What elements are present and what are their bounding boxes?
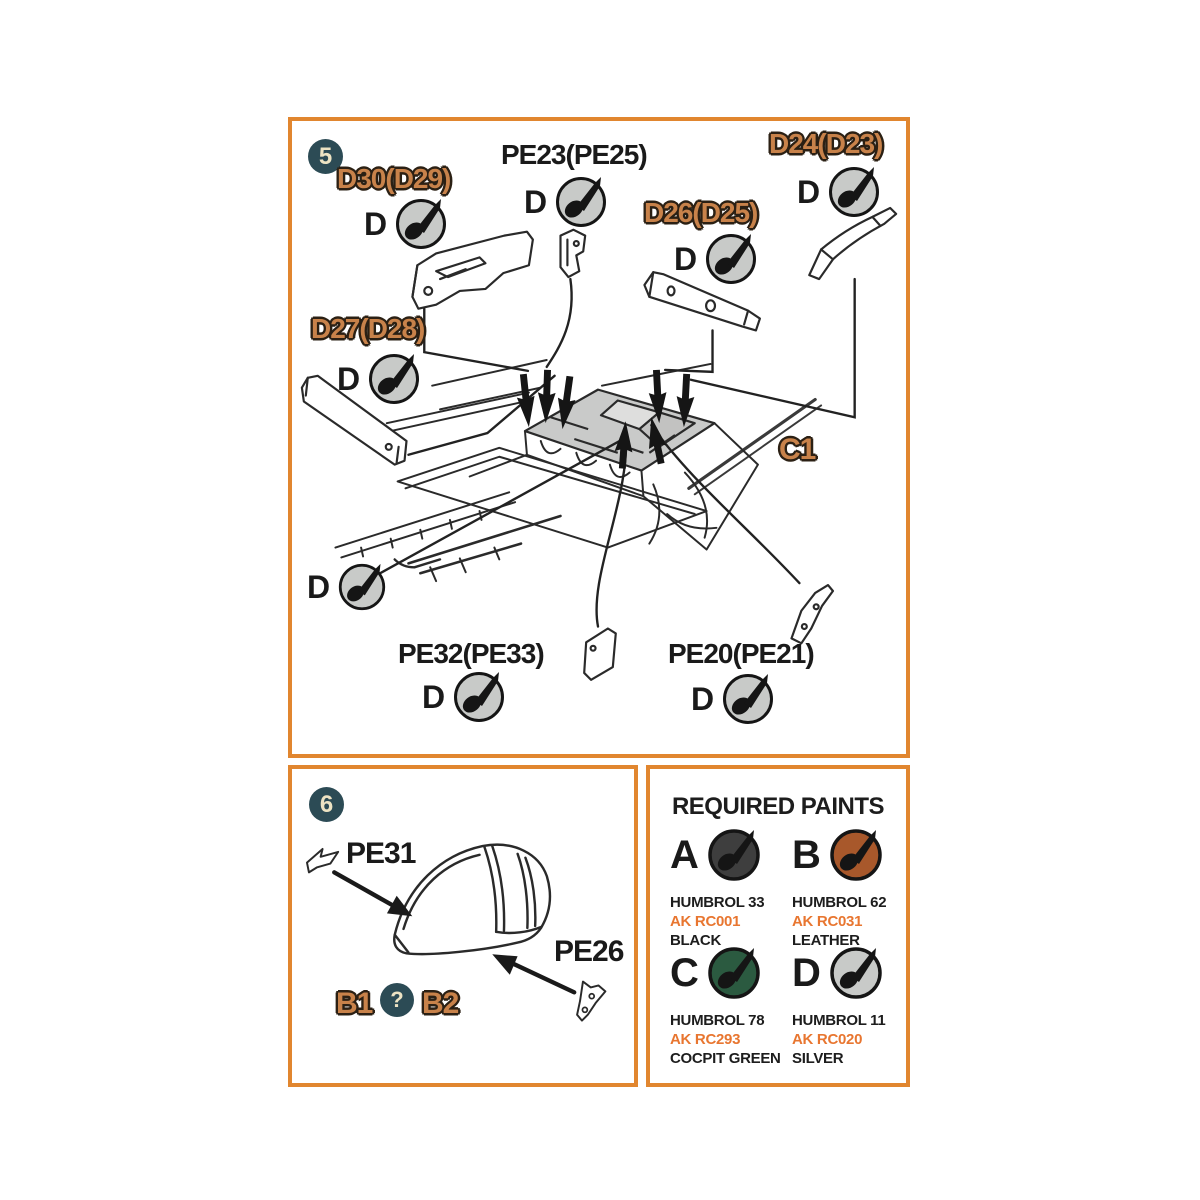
part-label-pe26: PE26 bbox=[554, 935, 624, 968]
paintbrush-icon bbox=[830, 947, 882, 999]
paint-code-letter: D bbox=[524, 184, 548, 220]
paint-code-letter: B bbox=[792, 833, 821, 877]
paint-code-letter: D bbox=[307, 569, 331, 605]
paintbrush-icon bbox=[830, 829, 882, 881]
ak-code: AK RC031 bbox=[792, 913, 863, 930]
paint-entry-c: C HUMBROL 78 AK RC293 COCPIT GREEN bbox=[670, 945, 788, 1068]
paint-callout-d26: D bbox=[674, 232, 758, 286]
paint-code-letter: D bbox=[792, 951, 821, 995]
part-label-pe23: PE23(PE25) bbox=[501, 139, 648, 170]
assembly-arrow-icons bbox=[516, 369, 695, 469]
humbrol-code: HUMBROL 62 bbox=[792, 894, 887, 911]
ak-code: AK RC293 bbox=[670, 1031, 741, 1048]
step-number-badge: 5 bbox=[308, 139, 343, 174]
paint-name: COCPIT GREEN bbox=[670, 1050, 781, 1067]
paint-entry-d: D HUMBROL 11 AK RC020 SILVER bbox=[792, 945, 910, 1068]
ak-code: AK RC020 bbox=[792, 1031, 863, 1048]
paint-entry-b: B HUMBROL 62 AK RC031 LEATHER bbox=[792, 827, 910, 950]
step-5-panel: 5 D30(D29) PE23(PE25) D24(D23) D26(D25) … bbox=[288, 117, 910, 758]
paintbrush-icon bbox=[708, 947, 760, 999]
paint-callout-pe23: D bbox=[524, 175, 608, 229]
paint-code-letter: A bbox=[670, 833, 699, 877]
paint-code-letter: D bbox=[422, 679, 446, 715]
paintbrush-icon bbox=[708, 829, 760, 881]
paint-callout-d27: D bbox=[337, 352, 421, 406]
required-paints-panel: REQUIRED PAINTS A HUMBROL 33 AK RC001 BL… bbox=[646, 765, 910, 1087]
paintbrush-icon bbox=[396, 199, 447, 249]
step-number-badge: 6 bbox=[309, 787, 344, 822]
option-question-badge: ? bbox=[380, 983, 414, 1017]
part-label-b2: B2 bbox=[422, 987, 459, 1020]
paintbrush-icon bbox=[723, 674, 774, 724]
step-number: 6 bbox=[319, 790, 334, 818]
paint-callout-pe32: D bbox=[422, 670, 506, 724]
paintbrush-icon bbox=[556, 177, 607, 227]
step-number: 5 bbox=[318, 142, 333, 170]
paint-callout-d30: D bbox=[364, 197, 448, 251]
paints-title: REQUIRED PAINTS bbox=[671, 793, 885, 820]
paintbrush-icon bbox=[369, 354, 420, 404]
paint-entry-a: A HUMBROL 33 AK RC001 BLACK bbox=[670, 827, 788, 950]
step-6-panel: 6 PE31 PE26 B1 ? B2 bbox=[288, 765, 638, 1087]
part-label-pe20: PE20(PE21) bbox=[668, 638, 815, 669]
part-label-d24: D24(D23) bbox=[769, 128, 883, 159]
humbrol-code: HUMBROL 78 bbox=[670, 1012, 765, 1029]
pointer-arrow-icons bbox=[332, 870, 577, 995]
part-label-d27: D27(D28) bbox=[311, 313, 425, 344]
paint-code-letter: C bbox=[670, 951, 699, 995]
paint-code-letter: D bbox=[674, 241, 698, 277]
paint-name: BLACK bbox=[670, 932, 721, 949]
part-label-c1: C1 bbox=[779, 433, 816, 466]
paintbrush-icon bbox=[338, 563, 386, 611]
part-label-pe31: PE31 bbox=[346, 837, 416, 870]
part-label-pe32: PE32(PE33) bbox=[398, 638, 545, 669]
canopy-diagram bbox=[306, 843, 607, 1022]
question-mark: ? bbox=[390, 987, 404, 1012]
paint-callout-floor: D bbox=[307, 562, 387, 612]
paint-code-letter: D bbox=[691, 681, 715, 717]
paint-code-letter: D bbox=[797, 174, 821, 210]
paint-callout-d24: D bbox=[797, 165, 881, 219]
paint-code-letter: D bbox=[364, 206, 388, 242]
ak-code: AK RC001 bbox=[670, 913, 741, 930]
paint-name: SILVER bbox=[792, 1050, 844, 1067]
paint-callout-pe20: D bbox=[691, 672, 775, 726]
humbrol-code: HUMBROL 11 bbox=[792, 1012, 886, 1029]
cockpit-assembly-diagram bbox=[300, 206, 898, 681]
paintbrush-icon bbox=[829, 167, 880, 217]
paint-code-letter: D bbox=[337, 361, 361, 397]
humbrol-code: HUMBROL 33 bbox=[670, 894, 765, 911]
part-label-d26: D26(D25) bbox=[644, 197, 758, 228]
part-label-b1: B1 bbox=[336, 987, 373, 1020]
paintbrush-icon bbox=[706, 234, 757, 284]
paint-name: LEATHER bbox=[792, 932, 860, 949]
part-label-d30: D30(D29) bbox=[337, 163, 451, 194]
paintbrush-icon bbox=[454, 672, 505, 722]
